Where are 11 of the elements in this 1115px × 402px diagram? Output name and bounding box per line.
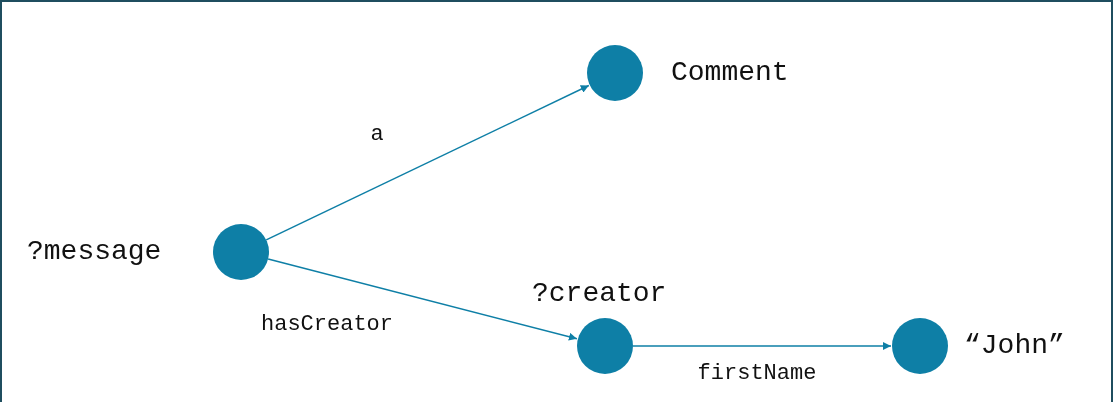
node-label: “John”	[964, 332, 1065, 360]
arrow	[265, 84, 590, 241]
graph-node-circle	[577, 318, 633, 374]
arrow	[267, 258, 578, 341]
node-label: ?creator	[532, 280, 667, 308]
arrow	[632, 342, 892, 350]
node-label: Comment	[671, 59, 789, 87]
graph-node-circle	[587, 45, 643, 101]
graph-node-circle	[213, 224, 269, 280]
graph-node-circle	[892, 318, 948, 374]
node-label: ?message	[27, 238, 162, 266]
